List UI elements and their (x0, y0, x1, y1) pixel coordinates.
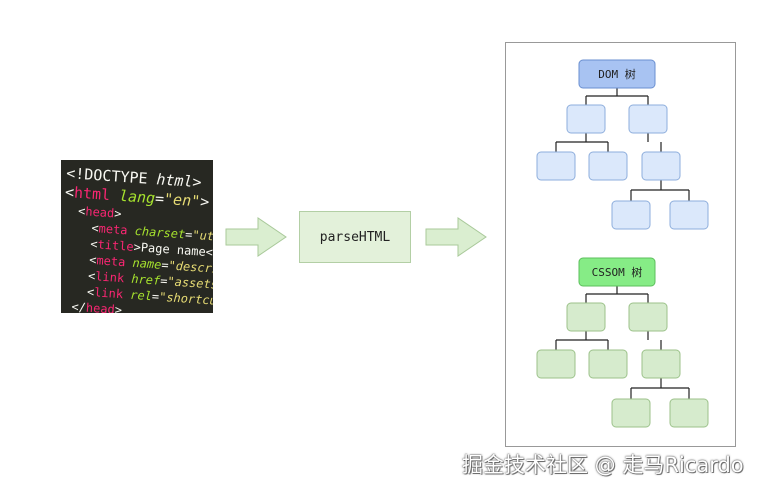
cssom-tree-node (669, 398, 709, 428)
dom-tree-node (611, 200, 651, 230)
cssom-tree-node (536, 349, 576, 379)
trees-panel (505, 42, 736, 447)
dom-tree-node (536, 151, 576, 181)
dom-tree-node (641, 151, 681, 181)
dom-tree-root-label: DOM 树 (598, 67, 636, 81)
dom-tree-root-node (578, 59, 656, 89)
html-code-snippet: <!DOCTYPE html><html lang="en"> <head> <… (61, 160, 213, 313)
arrow-to-parse (225, 217, 287, 257)
cssom-tree-root-node (578, 257, 656, 287)
cssom-tree-node (611, 398, 651, 428)
parse-html-label: parseHTML (319, 229, 391, 245)
arrow-to-trees (425, 217, 487, 257)
cssom-tree-node (628, 302, 668, 332)
cssom-tree-root-label: CSSOM 树 (592, 265, 643, 279)
cssom-tree-node (566, 302, 606, 332)
parse-html-step: parseHTML (299, 211, 411, 263)
watermark: 掘金技术社区 @ 走马Ricardo (462, 453, 744, 477)
cssom-tree-node (588, 349, 628, 379)
dom-tree-node (566, 104, 606, 134)
cssom-tree-node (641, 349, 681, 379)
dom-tree-node (588, 151, 628, 181)
dom-tree-node (628, 104, 668, 134)
dom-tree-node (669, 200, 709, 230)
